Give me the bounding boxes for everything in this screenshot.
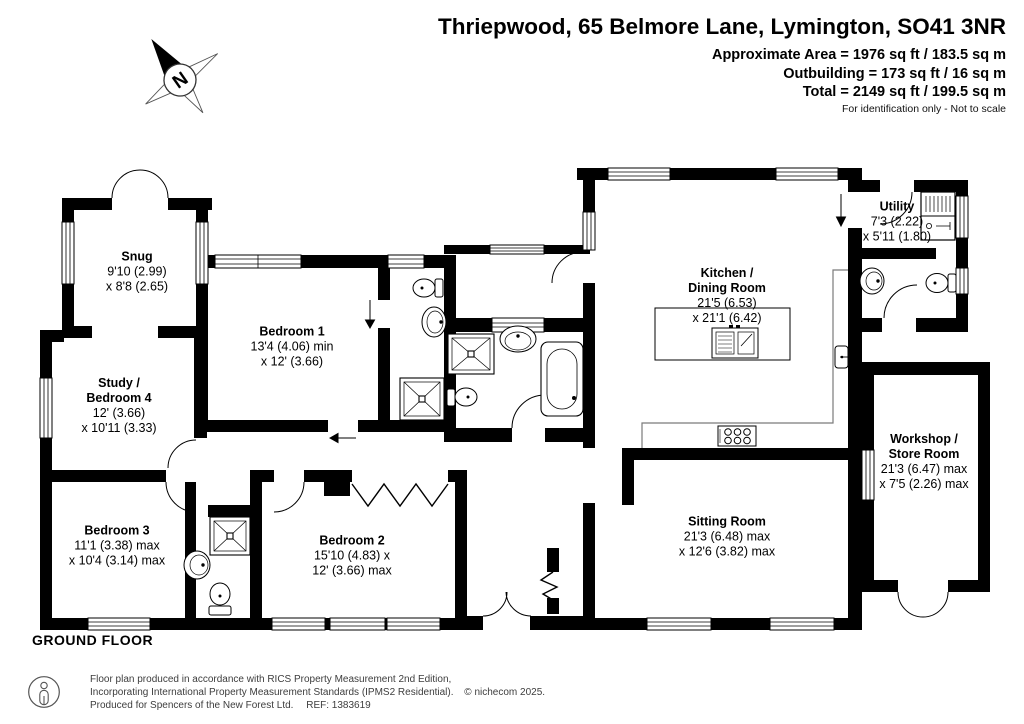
outbuilding-area: Outbuilding = 173 sq ft / 16 sq m xyxy=(783,65,1006,82)
footer-line1: Floor plan produced in accordance with R… xyxy=(90,674,452,685)
bifold-door-hall-closet xyxy=(539,571,559,601)
sliding-door-arrows xyxy=(328,194,847,444)
shower-icon-bed3-ensuite xyxy=(209,516,251,556)
bifold-door-bedroom2 xyxy=(351,482,449,508)
footer-line2: Incorporating International Property Mea… xyxy=(90,686,546,698)
copyright: © nichecom 2025. xyxy=(464,686,546,698)
bathtub-icon xyxy=(540,341,584,417)
toilet-icon-bathroom xyxy=(446,387,478,407)
kitchen-counter xyxy=(641,269,848,448)
room-label-bedroom1: Bedroom 1 13'4 (4.06) min x 12' (3.66) xyxy=(250,324,334,369)
total-area: Total = 2149 sq ft / 199.5 sq m xyxy=(802,84,1006,100)
sink-icon-wc xyxy=(859,267,885,295)
bifold-doors xyxy=(351,482,559,601)
floor-label: GROUND FLOOR xyxy=(32,632,154,648)
room-label-bedroom2: Bedroom 2 15'10 (4.83) x 12' (3.66) max xyxy=(312,533,392,578)
windows xyxy=(39,167,969,631)
page-title: Thriepwood, 65 Belmore Lane, Lymington, … xyxy=(437,14,1006,39)
footer-line3: Produced for Spencers of the New Forest … xyxy=(90,699,371,711)
hob-icon xyxy=(717,425,757,447)
toilet-icon-bed3-ensuite xyxy=(208,582,232,616)
room-label-kitchen-dining: Kitchen / Dining Room 21'5 (6.53) x 21'1… xyxy=(688,266,766,325)
door-arcs xyxy=(111,169,949,618)
area-summary: Approximate Area = 1976 sq ft / 183.5 sq… xyxy=(712,46,1006,102)
footer-credits: Floor plan produced in accordance with R… xyxy=(90,674,545,712)
reference-number: REF: 1383619 xyxy=(306,699,371,711)
walls xyxy=(40,168,990,630)
sink-icon-bathroom xyxy=(499,325,537,353)
compass-rose: N xyxy=(145,39,218,114)
room-label-snug: Snug 9'10 (2.99) x 8'8 (2.65) xyxy=(105,249,169,294)
sink-icon-bed3-ensuite xyxy=(183,550,211,580)
shower-icon-bathroom xyxy=(447,333,495,375)
kitchen-island xyxy=(654,307,791,361)
fixtures xyxy=(183,191,957,616)
room-label-sitting-room: Sitting Room 21'3 (6.48) max x 12'6 (3.8… xyxy=(678,514,776,559)
room-label-bedroom3: Bedroom 3 11'1 (3.38) max x 10'4 (3.14) … xyxy=(68,523,166,568)
washer-icon-utility xyxy=(920,191,956,241)
room-label-study-bedroom4: Study / Bedroom 4 12' (3.66) x 10'11 (3.… xyxy=(81,376,157,435)
scale-disclaimer: For identification only - Not to scale xyxy=(842,103,1006,115)
room-label-utility: Utility 7'3 (2.22) x 5'11 (1.80) xyxy=(862,199,932,244)
approximate-area: Approximate Area = 1976 sq ft / 183.5 sq… xyxy=(711,47,1006,63)
window-panes xyxy=(43,171,965,627)
sink-icon-bed1-ensuite xyxy=(421,306,447,338)
room-label-workshop-store: Workshop / Store Room 21'3 (6.47) max x … xyxy=(879,432,969,491)
toilet-icon-wc xyxy=(925,273,957,293)
shower-icon-bed1-ensuite xyxy=(399,377,445,421)
person-icon xyxy=(28,676,60,708)
sink-icon-kitchen xyxy=(834,345,849,369)
toilet-icon-bed1-ensuite xyxy=(412,278,444,298)
